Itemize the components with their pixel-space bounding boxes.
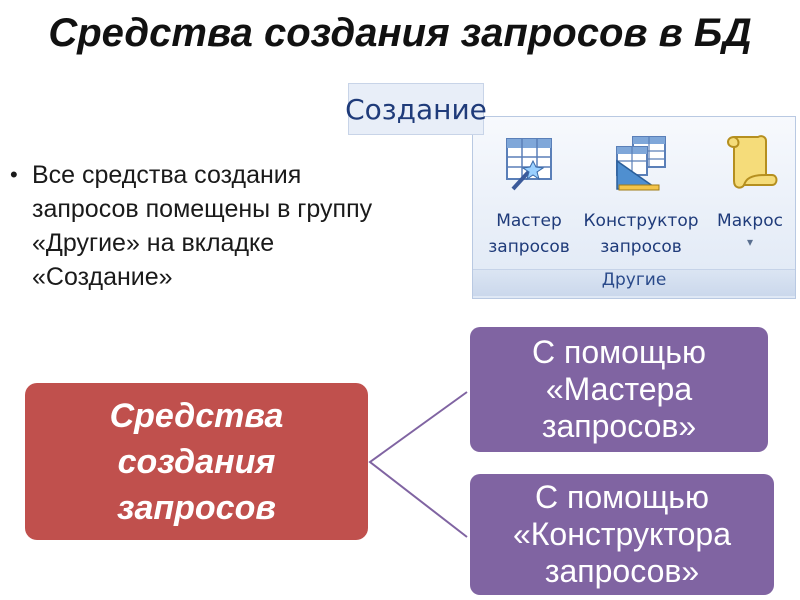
child-line: С помощью <box>532 334 706 370</box>
bullet-text: Все средства создания запросов помещены … <box>32 158 452 294</box>
connector-line <box>368 391 468 538</box>
bullet-line: «Другие» на вкладке <box>32 229 275 257</box>
diagram-child-designer: С помощью «Конструктора запросов» <box>470 474 774 595</box>
macro-button[interactable]: Макрос ▾ <box>705 131 795 250</box>
macro-scroll-icon <box>727 135 778 189</box>
wizard-icon <box>506 138 552 191</box>
query-designer-label: Конструктор запросов <box>583 211 699 257</box>
designer-icon <box>616 136 666 191</box>
root-line: Средства <box>109 396 284 435</box>
ribbon-group-other: Мастер запросов Конструктор запросов <box>472 116 796 299</box>
bullet-line: «Создание» <box>32 263 173 291</box>
macro-label: Макрос ▾ <box>705 208 795 250</box>
diagram-child-wizard: С помощью «Мастера запросов» <box>470 327 768 452</box>
child-line: С помощью <box>535 479 709 515</box>
bullet-line: запросов помещены в группу <box>32 195 373 223</box>
tab-create[interactable]: Создание <box>345 83 487 135</box>
bullet-marker: • <box>10 162 18 187</box>
child-line: запросов» <box>544 553 700 589</box>
slide-title: Средства создания запросов в БД <box>48 11 752 55</box>
child-line: запросов» <box>541 408 697 444</box>
ribbon-group-label: Другие <box>473 269 795 296</box>
child-line: «Мастера <box>545 371 693 407</box>
query-designer-button[interactable]: Конструктор запросов <box>581 131 701 260</box>
child-line: «Конструктора <box>512 516 732 552</box>
diagram-root-box: Средства создания запросов <box>25 383 368 540</box>
query-wizard-button[interactable]: Мастер запросов <box>479 131 579 260</box>
chevron-down-icon: ▾ <box>746 235 754 249</box>
bullet-point: • Все средства создания запросов помещен… <box>10 158 460 294</box>
root-line: запросов <box>117 488 276 527</box>
query-wizard-label: Мастер запросов <box>488 211 570 257</box>
bullet-line: Все средства создания <box>32 161 302 189</box>
root-line: создания <box>117 442 276 481</box>
